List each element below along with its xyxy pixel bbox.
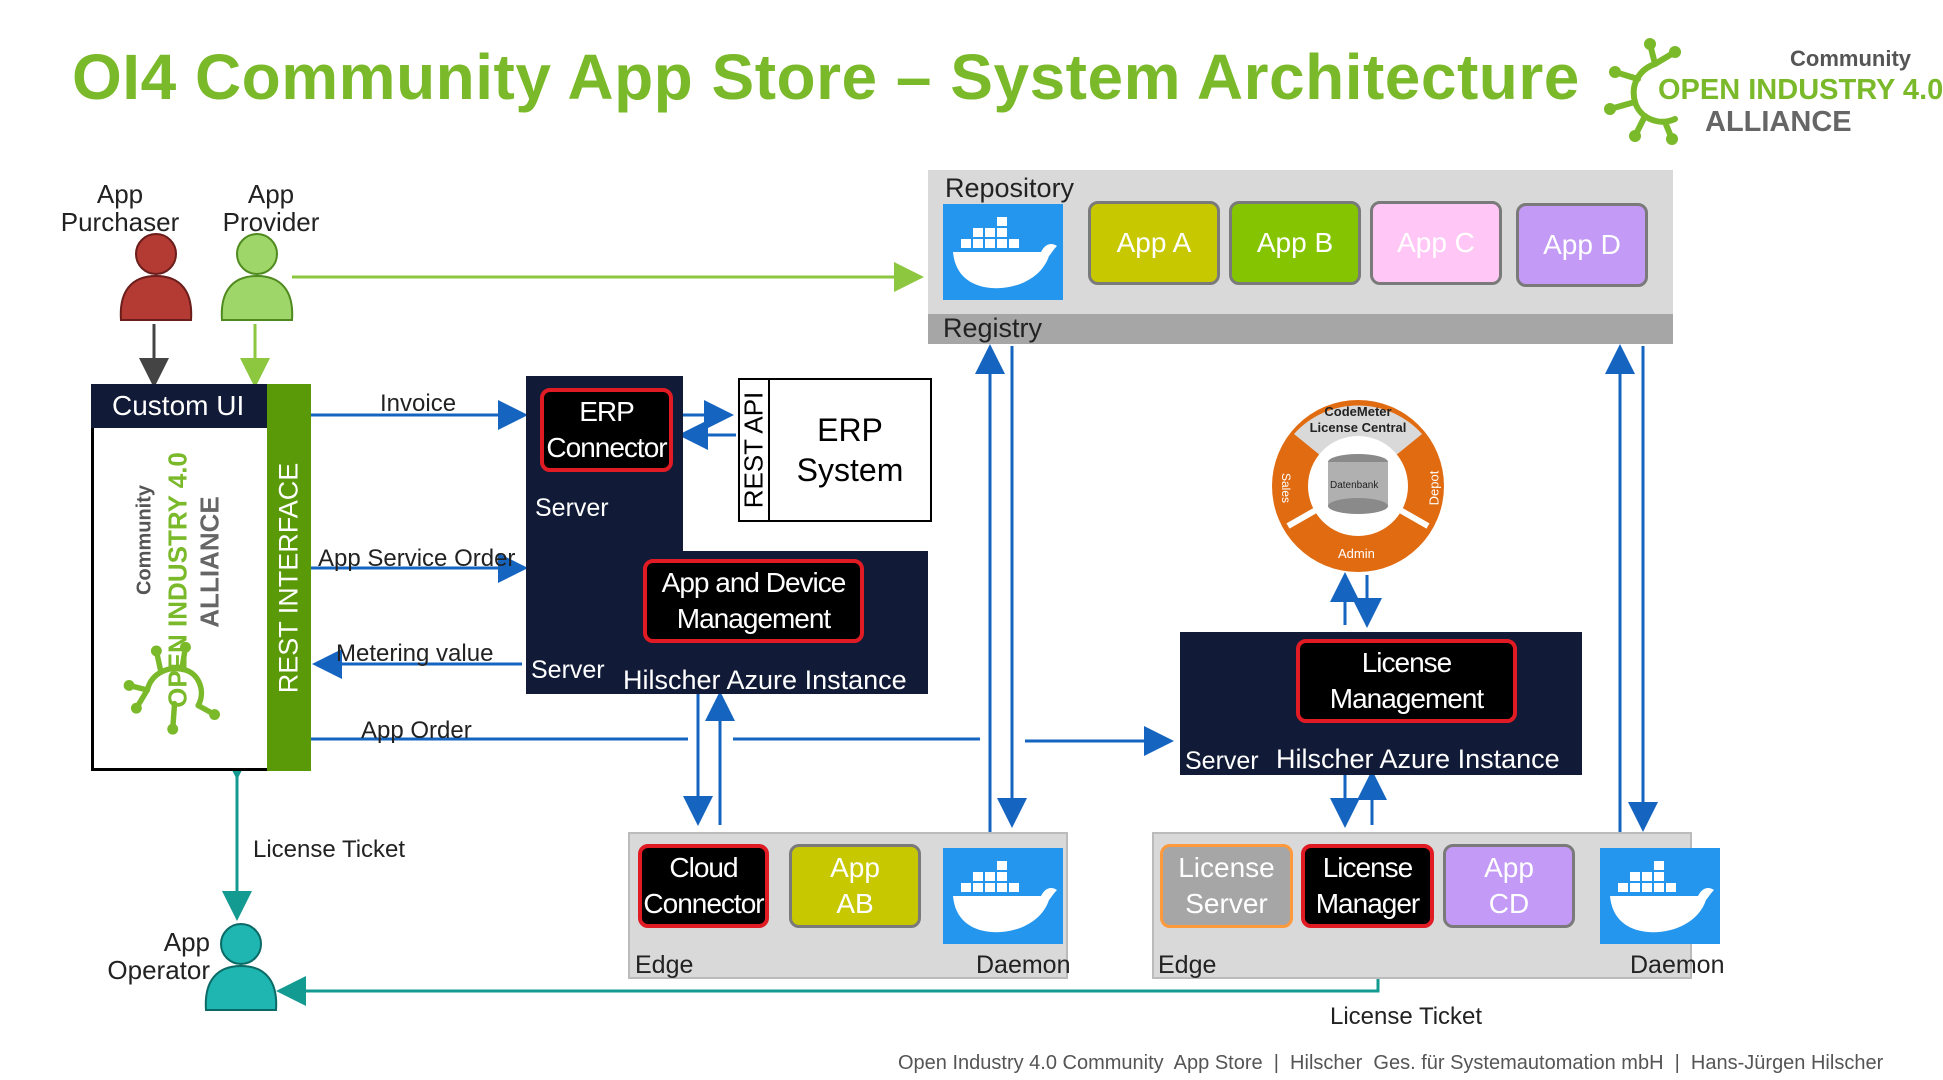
cloud-connector-box[interactable]: Cloud Connector — [638, 844, 769, 928]
hilscher1-server-label: Server — [531, 656, 605, 684]
edge2-edge-label: Edge — [1158, 951, 1217, 979]
edge1-daemon-label: Daemon — [976, 951, 1071, 979]
repo-app-b[interactable]: App B — [1229, 201, 1361, 285]
codemeter-title: CodeMeter License Central — [1309, 404, 1407, 435]
oi4-logo: Community OPEN INDUSTRY 4.0 ALLIANCE — [1600, 34, 1943, 145]
rest-interface-bar[interactable] — [267, 384, 311, 771]
edge2-daemon-label: Daemon — [1630, 951, 1725, 979]
logo-industry-word: INDUSTRY 4.0 — [1748, 74, 1943, 106]
custom-ui-oi4-logo-icon — [123, 641, 220, 735]
rest-api-label: REST API — [738, 391, 769, 509]
license-ticket-bottom-label: License Ticket — [1330, 1003, 1483, 1030]
codemeter-db: Datenbank — [1330, 480, 1379, 491]
service-order-label: App Service Order — [318, 545, 516, 572]
app-device-management-box[interactable]: App and Device Management — [643, 559, 864, 643]
custom-ui-logo-industry-word: INDUSTRY 4.0 — [162, 452, 193, 627]
metering-label: Metering value — [336, 640, 494, 667]
custom-ui-logo: Community OPEN INDUSTRY 4.0 ALLIANCE — [110, 440, 260, 760]
logo-open-word: OPEN — [1658, 74, 1741, 106]
repository-label: Repository — [945, 173, 1075, 203]
codemeter-sales: Sales — [1279, 472, 1293, 504]
erp-server-label: Server — [535, 494, 609, 522]
custom-ui-logo-alliance: ALLIANCE — [194, 496, 225, 628]
license-manager-box[interactable]: License Manager — [1301, 844, 1434, 928]
logo-alliance: ALLIANCE — [1705, 106, 1852, 138]
edge2-app-cd[interactable]: App CD — [1443, 844, 1575, 928]
provider-person-icon — [220, 233, 294, 321]
logo-open: OPEN INDUSTRY 4.0 — [1658, 74, 1943, 107]
oi4-logo-icon — [1604, 38, 1681, 145]
rest-interface-label: REST INTERFACE — [273, 462, 304, 694]
codemeter-admin: Admin — [1338, 546, 1375, 561]
page-title: OI4 Community App Store – System Archite… — [72, 41, 1580, 113]
erp-system-box[interactable]: ERP System — [768, 378, 932, 522]
operator-person-icon — [204, 923, 278, 1011]
codemeter-depot: Depot — [1426, 470, 1442, 506]
repo-app-c[interactable]: App C — [1370, 201, 1502, 285]
footer: Open Industry 4.0 Community App Store | … — [898, 1052, 1884, 1074]
erp-connector-box[interactable]: ERP Connector — [540, 388, 673, 472]
license-ticket-left-label: License Ticket — [253, 836, 406, 863]
hilscher2-instance-label: Hilscher Azure Instance — [1276, 744, 1560, 774]
hilscher2-server-label: Server — [1185, 747, 1259, 775]
app-order-label: App Order — [361, 717, 472, 744]
erp-system-label: ERP System — [796, 412, 904, 488]
license-server-box[interactable]: License Server — [1160, 844, 1293, 928]
edge2-docker-icon — [1600, 848, 1720, 944]
invoice-label: Invoice — [380, 390, 457, 417]
logo-community: Community — [1790, 46, 1911, 71]
repo-app-d[interactable]: App D — [1516, 203, 1648, 287]
license-management-box[interactable]: License Management — [1296, 639, 1517, 723]
edge1-docker-icon — [943, 848, 1063, 944]
edge1-edge-label: Edge — [635, 951, 694, 979]
registry-bar — [928, 314, 1673, 344]
custom-ui-header — [91, 384, 269, 428]
codemeter-license-central: CodeMeter License Central Sales Depot Ad… — [1258, 396, 1458, 576]
hilscher1-instance-label: Hilscher Azure Instance — [623, 665, 907, 695]
purchaser-label: App Purchaser — [60, 179, 180, 237]
repo-app-a[interactable]: App A — [1088, 201, 1220, 285]
custom-ui-logo-community: Community — [133, 485, 156, 595]
purchaser-person-icon — [119, 233, 193, 321]
operator-label: App Operator — [107, 927, 210, 985]
edge1-app-ab[interactable]: App AB — [789, 844, 921, 928]
custom-ui-title: Custom UI — [112, 390, 245, 421]
repo-docker-icon — [943, 204, 1063, 300]
registry-label: Registry — [943, 313, 1043, 343]
provider-label: App Provider — [222, 179, 320, 237]
